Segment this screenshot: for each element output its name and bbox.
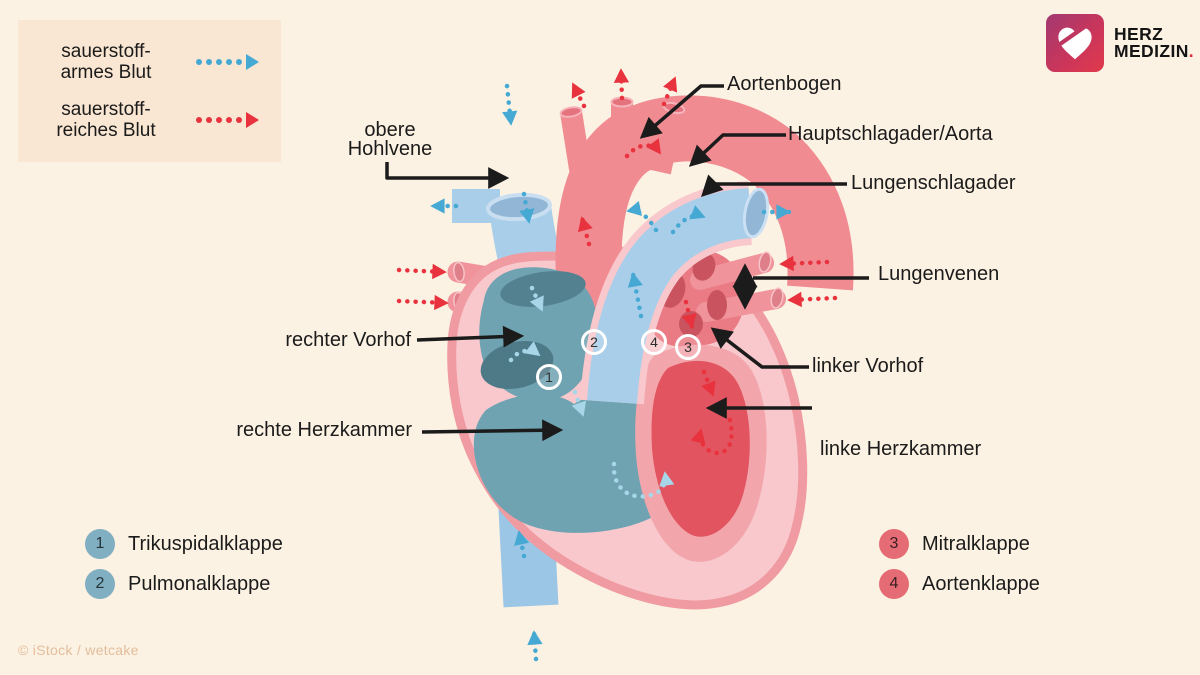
valve-legend-label: Pulmonalklappe bbox=[128, 572, 271, 595]
label-hauptschlagader-aorta: Hauptschlagader/Aorta bbox=[788, 123, 993, 145]
valve-legend-label: Trikuspidalklappe bbox=[128, 532, 283, 555]
legend-row-oxygen-rich: sauerstoff- reiches Blut bbox=[40, 99, 259, 141]
pointer-arrows bbox=[385, 84, 869, 442]
valve-marker-number: 1 bbox=[545, 369, 553, 385]
valve-legend-item-pulmonary: 2 Pulmonalklappe bbox=[85, 569, 270, 599]
heart-logo-icon bbox=[1046, 14, 1104, 72]
label-rechter-vorhof: rechter Vorhof bbox=[285, 329, 411, 351]
blood-legend: sauerstoff- armes Blut sauerstoff- reich… bbox=[18, 20, 281, 162]
label-rechte-herzkammer: rechte Herzkammer bbox=[236, 419, 412, 441]
valve-number-badge: 4 bbox=[879, 569, 909, 599]
right-atrium bbox=[479, 267, 598, 401]
valve-marker-number: 2 bbox=[590, 334, 598, 350]
valve-number-badge: 1 bbox=[85, 529, 115, 559]
logo-line2: MEDIZIN bbox=[1114, 41, 1189, 61]
valve-number-badge: 3 bbox=[879, 529, 909, 559]
logo-dot: . bbox=[1188, 41, 1195, 61]
valve-legend-label: Aortenklappe bbox=[922, 572, 1040, 595]
legend-label-oxygen-rich: sauerstoff- reiches Blut bbox=[56, 99, 156, 141]
label-lungenvenen: Lungenvenen bbox=[878, 263, 1000, 285]
label-aortenbogen: Aortenbogen bbox=[727, 73, 842, 95]
label-linke-herzkammer: linke Herzkammer bbox=[820, 438, 982, 460]
valve-legend-item-mitral: 3 Mitralklappe bbox=[879, 529, 1030, 559]
flow-arrows-blue bbox=[429, 83, 792, 662]
legend-label-oxygen-poor: sauerstoff- armes Blut bbox=[60, 41, 152, 83]
valve-marker-pulmonary: 2 bbox=[581, 329, 607, 355]
valve-legend-item-tricuspid: 1 Trikuspidalklappe bbox=[85, 529, 283, 559]
image-credit: © iStock / wetcake bbox=[18, 642, 139, 658]
left-ventricle bbox=[635, 344, 767, 562]
valve-legend-label: Mitralklappe bbox=[922, 532, 1030, 555]
dotted-arrow-blue-icon bbox=[196, 54, 259, 70]
valve-marker-number: 4 bbox=[650, 334, 658, 350]
legend-row-oxygen-poor: sauerstoff- armes Blut bbox=[40, 41, 259, 83]
label-lungenschlagader: Lungenschlagader bbox=[851, 172, 1016, 194]
valve-legend-item-aortic: 4 Aortenklappe bbox=[879, 569, 1040, 599]
pulmonary-artery bbox=[580, 181, 770, 405]
label-linker-vorhof: linker Vorhof bbox=[812, 355, 924, 377]
flow-arrows-red bbox=[396, 67, 838, 456]
logo-line1: HERZ bbox=[1114, 24, 1164, 44]
valve-number-badge: 2 bbox=[85, 569, 115, 599]
valve-marker-mitral: 3 bbox=[675, 334, 701, 360]
logo-wordmark: HERZ MEDIZIN. bbox=[1114, 24, 1195, 61]
herzmedizin-logo: HERZ MEDIZIN. bbox=[1046, 14, 1194, 72]
dotted-arrow-red-icon bbox=[196, 112, 259, 128]
valve-marker-tricuspid: 1 bbox=[536, 364, 562, 390]
valve-marker-aortic: 4 bbox=[641, 329, 667, 355]
valve-marker-number: 3 bbox=[684, 339, 692, 355]
label-obere-hohlvene: obere Hohlvene bbox=[347, 119, 433, 160]
flow-arrows-light-blue bbox=[508, 285, 675, 499]
